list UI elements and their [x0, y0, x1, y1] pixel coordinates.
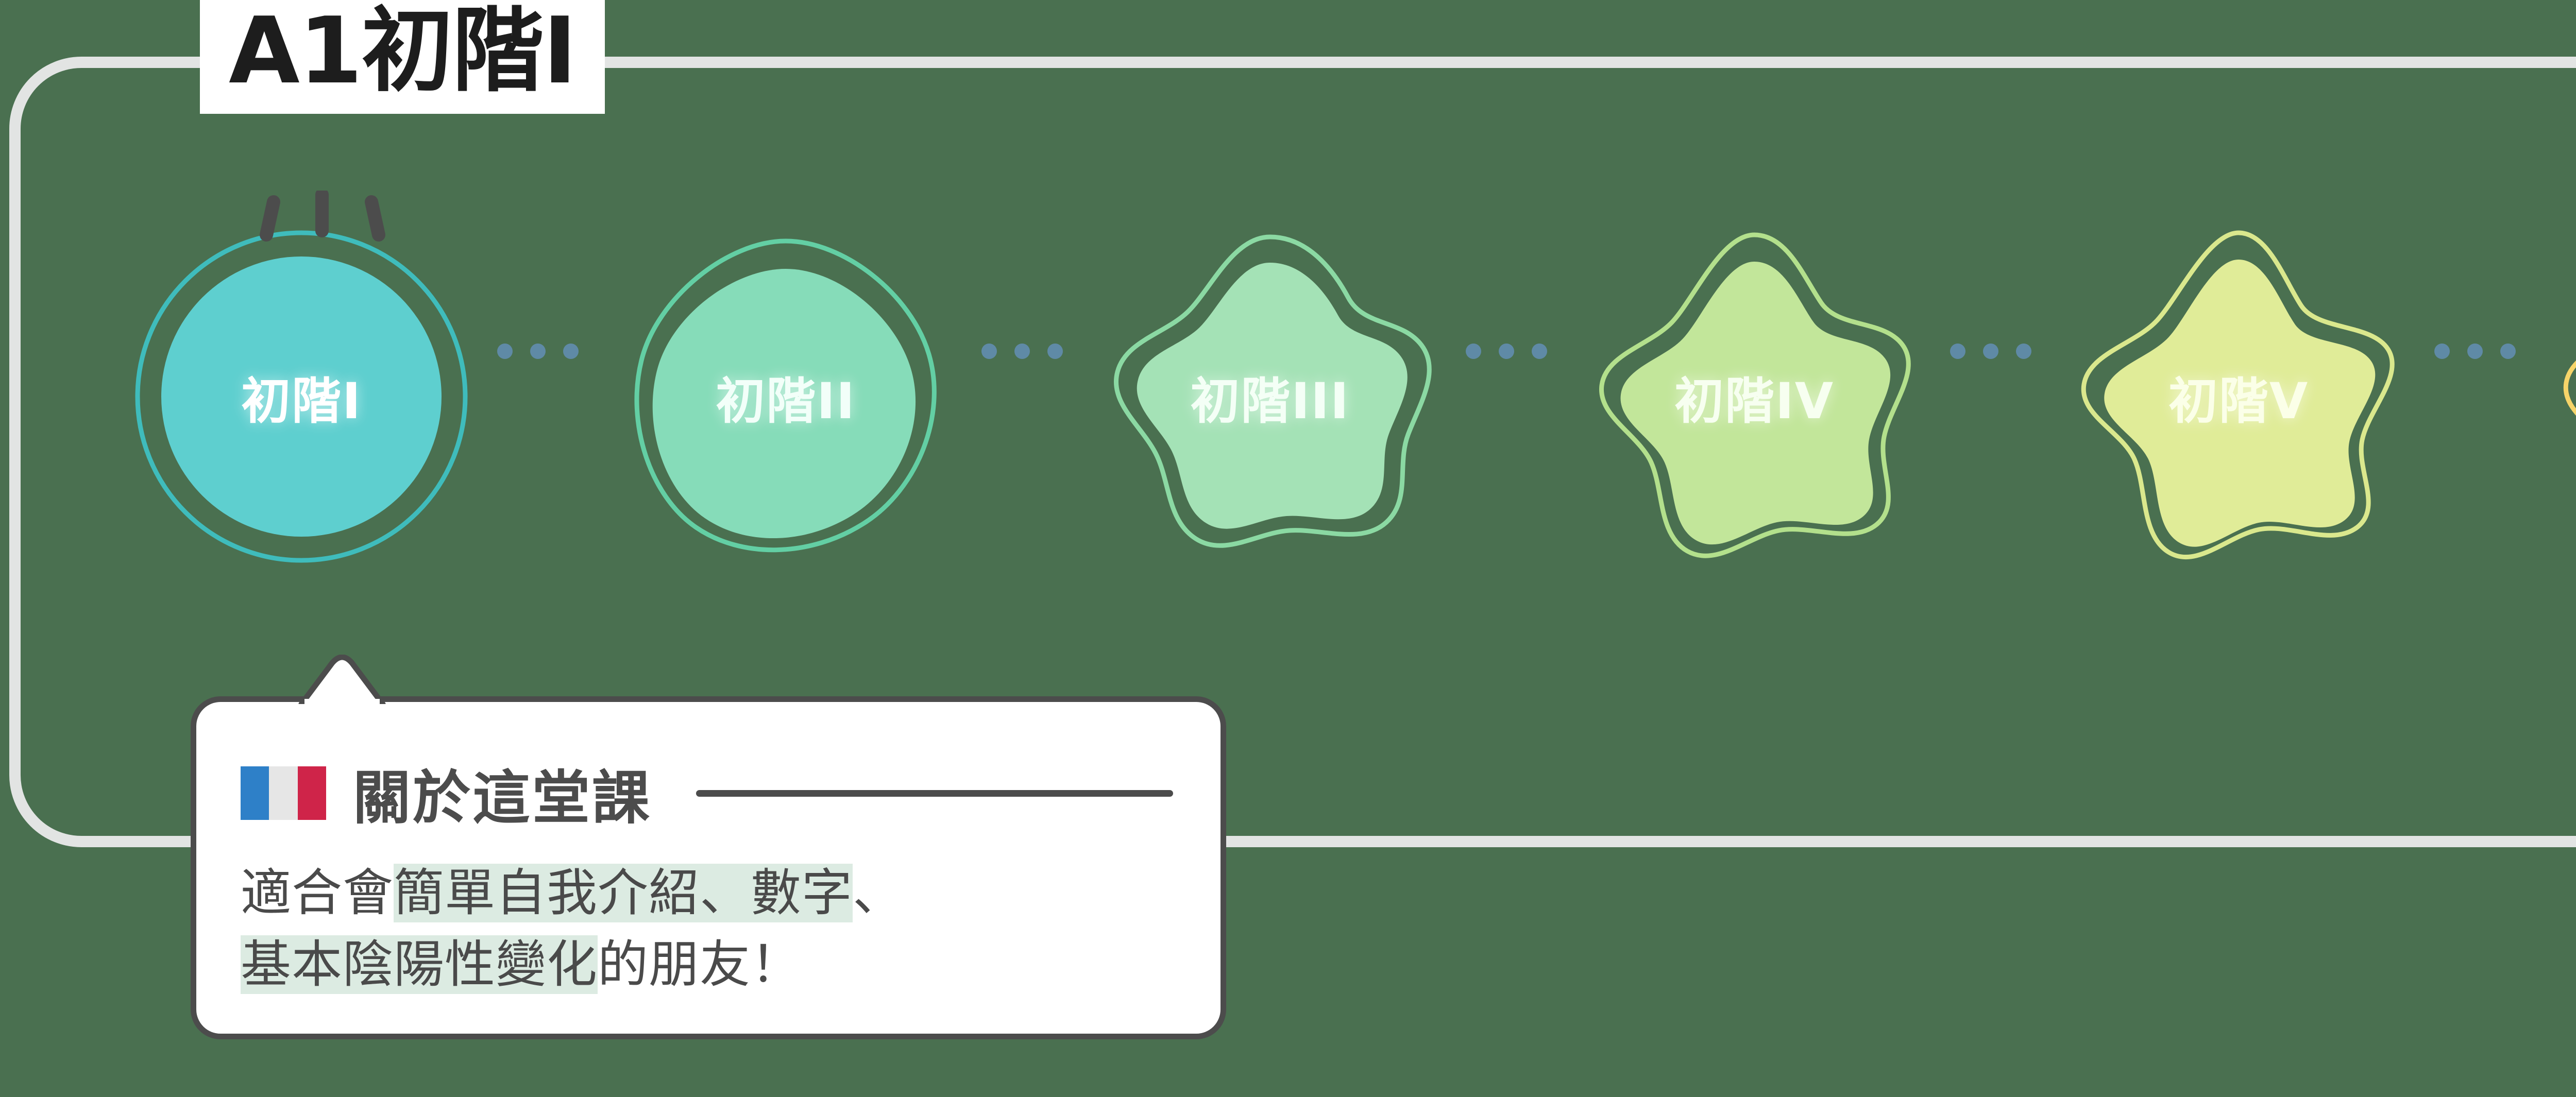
connector-dot	[1466, 344, 1481, 359]
callout-body-line-1: 適合會簡單自我介紹、數字、	[241, 858, 1176, 929]
stage-progress-rail: 初階I 初階II 初階III 初階IV	[0, 191, 2576, 582]
connector-dot	[1983, 344, 1998, 359]
callout-text-plain: 、	[853, 864, 904, 922]
course-title-badge: A1初階I	[200, 0, 605, 114]
stage-shape-blob-star	[1113, 234, 1432, 548]
about-course-callout: 關於這堂課 適合會簡單自我介紹、數字、 基本陰陽性變化的朋友！	[191, 655, 1226, 1040]
connector-dot	[2500, 344, 2516, 359]
connector-dot	[2467, 344, 2483, 359]
page-title: A1初階I	[229, 0, 577, 104]
stage-item-1[interactable]: 初階I	[126, 221, 477, 572]
connector-dot	[981, 344, 997, 359]
stage-connector-5-6	[2434, 344, 2516, 359]
callout-body: 適合會簡單自我介紹、數字、 基本陰陽性變化的朋友！	[241, 858, 1176, 1001]
callout-title-rule	[696, 790, 1173, 797]
stage-shape-blob	[634, 238, 937, 553]
france-flag-icon	[241, 766, 326, 820]
stage-connector-1-2	[497, 344, 579, 359]
connector-dot	[1047, 344, 1063, 359]
connector-dot	[2434, 344, 2450, 359]
connector-dot	[1014, 344, 1030, 359]
connector-dot	[497, 344, 513, 359]
stage-connector-3-4	[1466, 344, 1547, 359]
stage-connector-2-3	[981, 344, 1063, 359]
connector-dot	[1950, 344, 1965, 359]
flag-band-red	[297, 766, 326, 820]
connector-dot	[1532, 344, 1547, 359]
callout-pointer	[298, 655, 386, 704]
flag-band-white	[269, 766, 298, 820]
stage-item-4[interactable]: 初階IV	[1579, 221, 1929, 572]
stage-shape-circle	[135, 230, 468, 563]
callout-text-highlight: 基本陰陽性變化	[241, 935, 598, 995]
connector-dot	[2016, 344, 2031, 359]
stage-item-3[interactable]: 初階III	[1095, 221, 1445, 572]
callout-body-line-2: 基本陰陽性變化的朋友！	[241, 929, 1176, 1001]
connector-dot	[530, 344, 546, 359]
callout-text-highlight: 簡單自我介紹、數字	[394, 864, 853, 922]
stage-shape-star	[2563, 360, 2576, 416]
connector-dot	[1499, 344, 1514, 359]
flag-band-blue	[241, 766, 269, 820]
stage-item-2[interactable]: 初階II	[611, 221, 961, 572]
stage-item-5[interactable]: 初階V	[2063, 221, 2414, 572]
stage-item-6[interactable]: 初階VI	[2548, 221, 2576, 572]
callout-title: 關於這堂課	[353, 765, 652, 832]
callout-header: 關於這堂課	[241, 751, 1176, 835]
stage-shape-star-soft	[1599, 232, 1911, 558]
callout-text-plain: 適合會	[241, 864, 394, 922]
stage-shape-star	[2081, 230, 2395, 560]
callout-text-plain: 的朋友！	[598, 935, 802, 995]
connector-dot	[563, 344, 579, 359]
stage-connector-4-5	[1950, 344, 2031, 359]
